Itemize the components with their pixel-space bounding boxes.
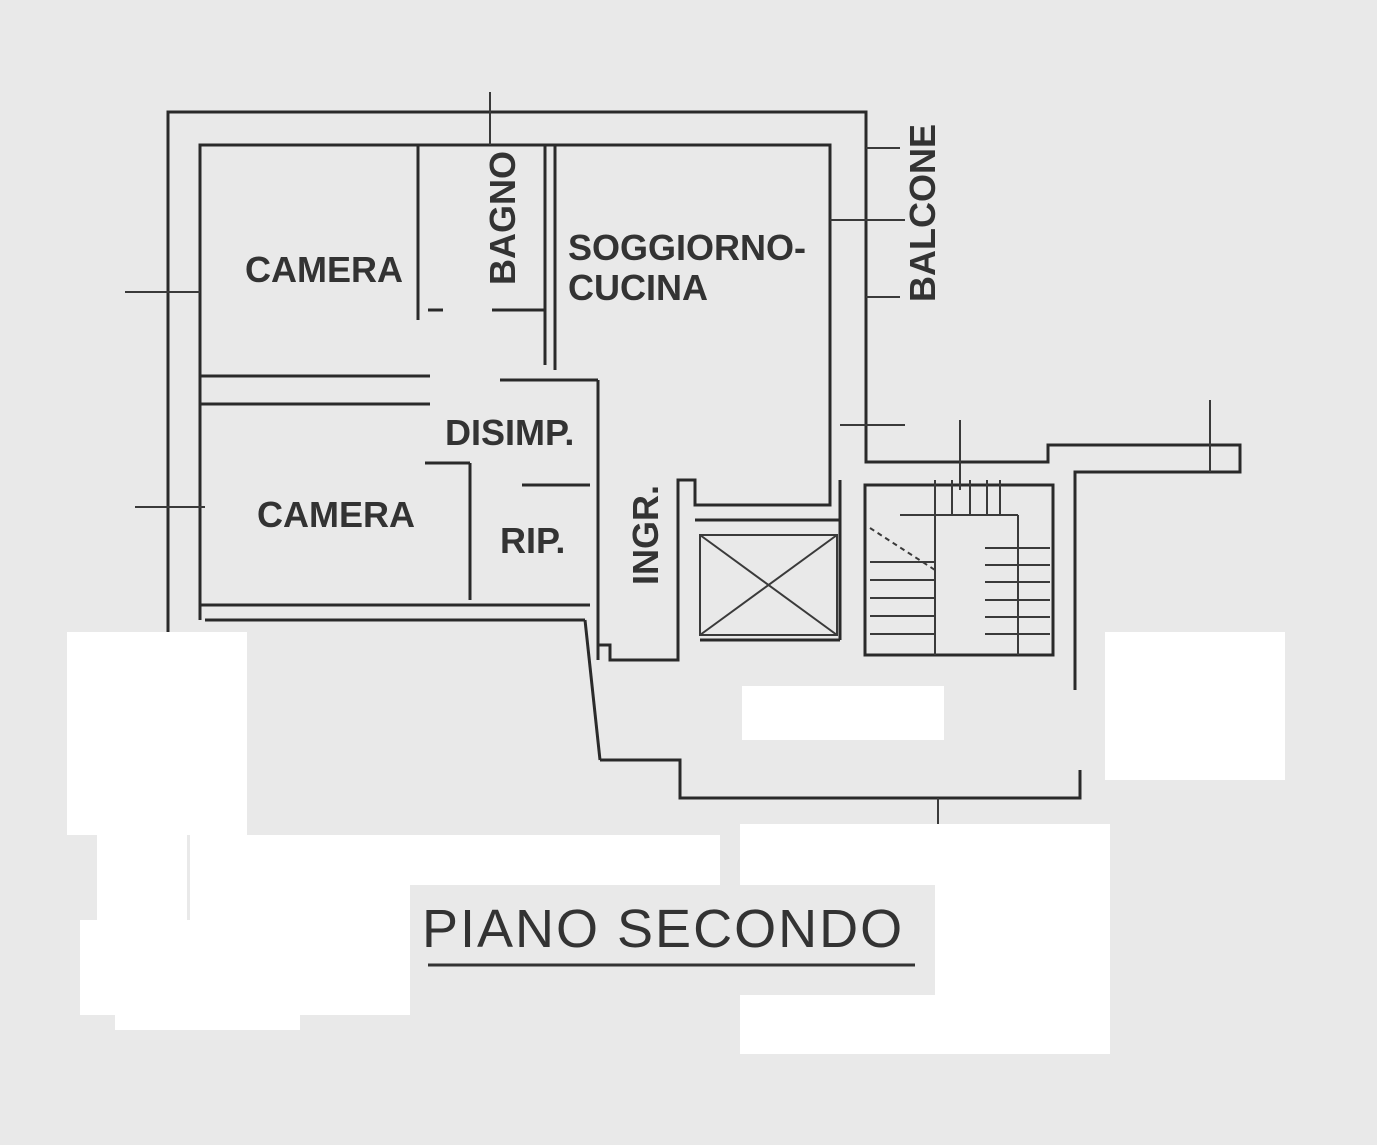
room-label-rip: RIP. bbox=[500, 520, 565, 561]
room-label-balcone: BALCONE bbox=[902, 124, 943, 302]
room-label-camera-top: CAMERA bbox=[245, 249, 403, 290]
room-label-bagno: BAGNO bbox=[482, 151, 523, 285]
room-label-cucina: CUCINA bbox=[568, 267, 708, 308]
room-label-soggiorno: SOGGIORNO- bbox=[568, 227, 806, 268]
room-label-camera-bottom: CAMERA bbox=[257, 494, 415, 535]
plan-title: PIANO SECONDO bbox=[422, 899, 904, 959]
room-label-disimp: DISIMP. bbox=[445, 412, 574, 453]
window-marks bbox=[125, 92, 1211, 830]
redacted-areas bbox=[67, 632, 1285, 1054]
walls bbox=[125, 92, 1242, 830]
room-label-ingr: INGR. bbox=[625, 485, 666, 585]
staircase bbox=[869, 480, 1050, 655]
